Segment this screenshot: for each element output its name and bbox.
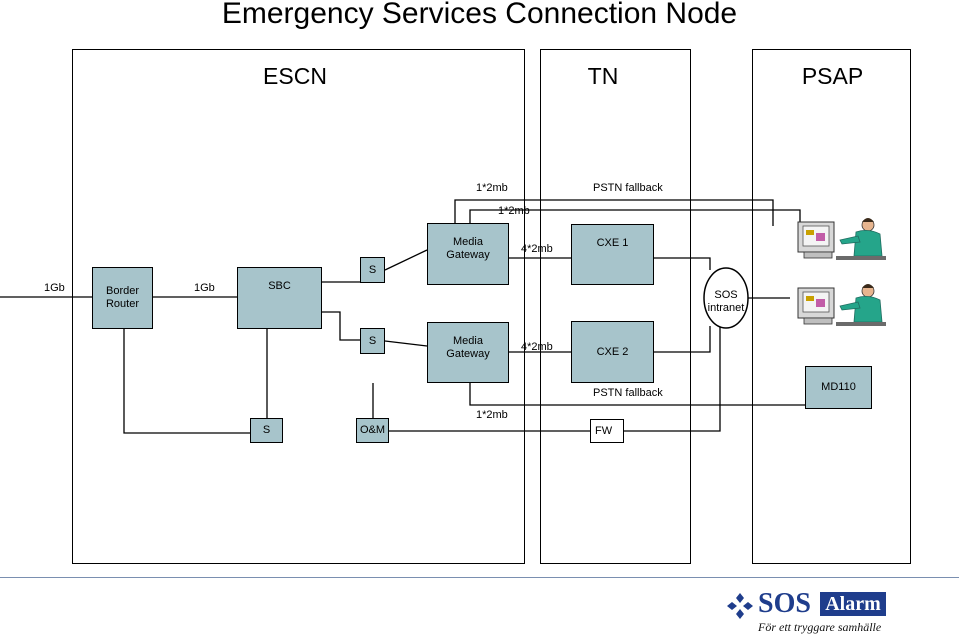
link-fw-intranet: [624, 326, 721, 432]
node-media-gateway-2: Media Gateway: [427, 322, 509, 383]
node-cxe1: CXE 1: [571, 224, 654, 285]
logo-brand2: Alarm: [820, 592, 886, 616]
node-s-top: S: [360, 257, 385, 283]
logo-tagline: För ett tryggare samhälle: [758, 620, 882, 634]
node-fw: FW: [590, 419, 624, 443]
label-ext-1gb: 1Gb: [44, 282, 65, 294]
link-cxe1-psap: [654, 257, 711, 270]
sos-intranet-ellipse: [703, 267, 749, 329]
node-border-router: Border Router: [92, 267, 153, 329]
label-top-1x2mb: 1*2mb: [476, 182, 508, 194]
label-pstn-fallback-bottom: PSTN fallback: [593, 387, 663, 399]
operator-workstation-icon: [797, 284, 886, 326]
label-mg2-cxe2-4x2mb: 4*2mb: [521, 341, 553, 353]
link-top-1x2mb: [469, 209, 801, 226]
label-br-sbc-1gb: 1Gb: [194, 282, 215, 294]
sos-intranet-label: SOS intranet: [707, 289, 745, 314]
label-mg1-1x2mb: 1*2mb: [498, 205, 530, 217]
node-s-mid: S: [360, 328, 385, 354]
node-sbc: SBC: [237, 267, 322, 329]
label-mg1-cxe1-4x2mb: 4*2mb: [521, 243, 553, 255]
logo-brand: SOS: [758, 588, 811, 619]
label-pstn-fallback-top: PSTN fallback: [593, 182, 663, 194]
link-top-pstn: [454, 199, 774, 226]
zone-tn: [540, 49, 691, 564]
operator-workstation-icon: [797, 218, 886, 260]
sos-alarm-logo: SOS Alarm För ett tryggare samhälle: [726, 588, 896, 634]
link-s-mg2: [384, 340, 428, 347]
link-pstn-fallback-bottom: [469, 383, 805, 406]
zone-escn-label: ESCN: [263, 63, 327, 89]
node-cxe2: CXE 2: [571, 321, 654, 383]
node-s-bottom: S: [250, 418, 283, 443]
sos-alarm-logo-icon: [727, 593, 753, 619]
label-om-fw-1x2mb: 1*2mb: [476, 409, 508, 421]
link-sbc-s-mid: [322, 311, 360, 341]
node-md110: MD110: [805, 366, 872, 409]
link-br-s-bottom: [123, 329, 250, 434]
link-s-mg1: [384, 249, 428, 271]
link-cxe2-psap: [654, 326, 711, 353]
node-om: O&M: [356, 418, 389, 443]
page-title: Emergency Services Connection Node: [221, 0, 738, 30]
node-media-gateway-1: Media Gateway: [427, 223, 509, 285]
footer-divider: [0, 577, 959, 578]
zone-psap-label: PSAP: [801, 63, 864, 89]
zone-tn-label: TN: [587, 63, 619, 89]
